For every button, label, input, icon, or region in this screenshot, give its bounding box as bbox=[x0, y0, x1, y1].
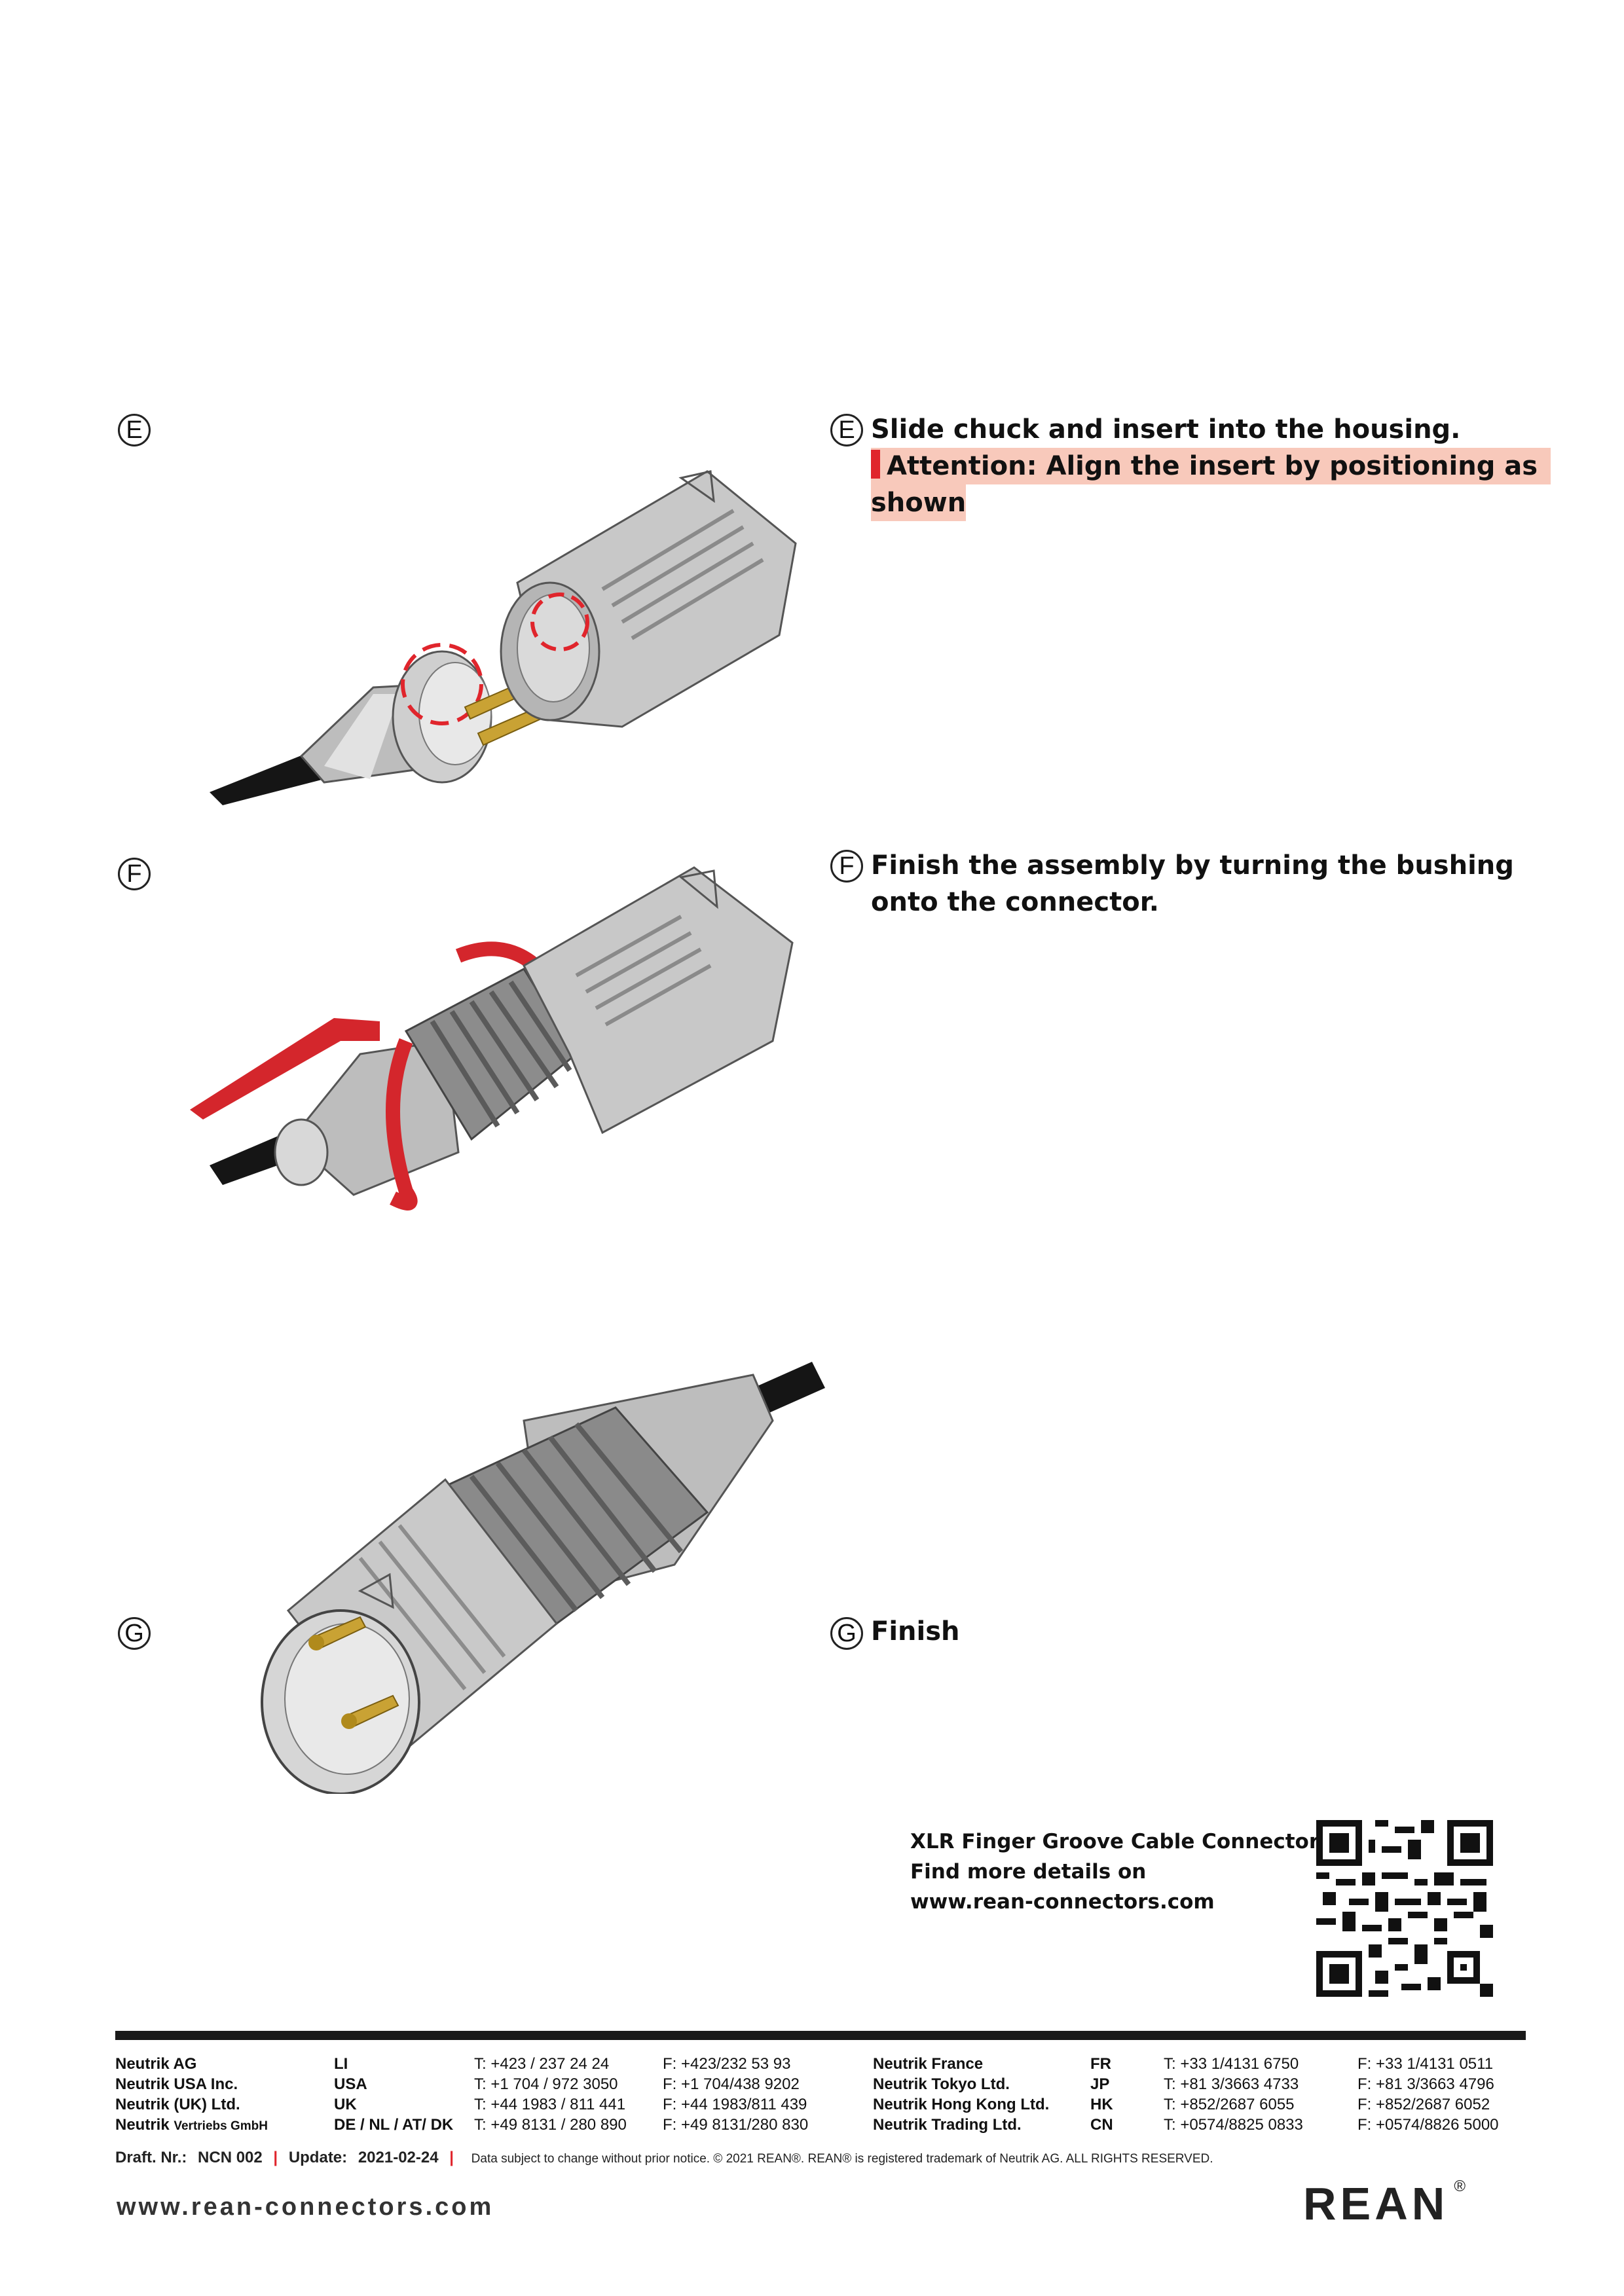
draft-label: Draft. Nr.: bbox=[115, 2149, 187, 2166]
step-f-line1: Finish the assembly by turning the bushi… bbox=[871, 850, 1514, 881]
step-f-line2: onto the connector. bbox=[871, 887, 1159, 917]
separator: | bbox=[449, 2149, 454, 2166]
separator: | bbox=[273, 2149, 278, 2166]
update-label: Update: bbox=[288, 2149, 348, 2166]
address-row-neutrik-ag: Neutrik AG LI T: +423 / 237 24 24 F: +42… bbox=[115, 2054, 836, 2074]
phone: T: +1 704 / 972 3050 bbox=[474, 2075, 618, 2093]
fax: F: +0574/8826 5000 bbox=[1357, 2116, 1499, 2134]
promo-line3[interactable]: www.rean-connectors.com bbox=[910, 1890, 1215, 1914]
footer-rule bbox=[115, 2031, 1526, 2040]
address-row-neutrik-usa: Neutrik USA Inc. USA T: +1 704 / 972 305… bbox=[115, 2074, 836, 2094]
step-g-badge: G bbox=[830, 1617, 863, 1650]
promo-block: XLR Finger Groove Cable Connectors: Find… bbox=[910, 1827, 1339, 1917]
company-name-sub: Trading Ltd. bbox=[931, 2116, 1022, 2134]
step-g-title: Finish bbox=[871, 1616, 960, 1647]
address-row-neutrik-uk: Neutrik (UK) Ltd. UK T: +44 1983 / 811 4… bbox=[115, 2094, 836, 2115]
address-row-neutrik-france: Neutrik France FR T: +33 1/4131 6750 F: … bbox=[873, 2054, 1528, 2074]
step-e-attention-text: Attention: Align the insert by positioni… bbox=[887, 451, 1538, 481]
country-code: JP bbox=[1090, 2075, 1110, 2093]
step-e-badge-left: E bbox=[118, 414, 151, 446]
logo-registered-mark: ® bbox=[1454, 2178, 1466, 2195]
country-code: USA bbox=[334, 2075, 367, 2093]
company-name: Neutrik Hong Kong Ltd. bbox=[873, 2096, 1050, 2113]
address-row-neutrik-hongkong: Neutrik Hong Kong Ltd. HK T: +852/2687 6… bbox=[873, 2094, 1528, 2115]
step-e-attention-cont: shown bbox=[871, 484, 1551, 521]
figure-finished-connector bbox=[261, 1362, 825, 1794]
company-name: Neutrik Trading Ltd. bbox=[873, 2115, 1022, 2135]
figure-turn-bushing bbox=[190, 866, 794, 1211]
company-name-main: Neutrik bbox=[873, 2116, 927, 2134]
company-name-main: Neutrik bbox=[115, 2116, 170, 2134]
phone: T: +852/2687 6055 bbox=[1164, 2096, 1295, 2113]
figure-chuck-insert-housing bbox=[210, 470, 797, 805]
document-info-line: Draft. Nr.: NCN 002 | Update: 2021-02-24… bbox=[115, 2149, 1213, 2167]
update-date: 2021-02-24 bbox=[358, 2149, 439, 2166]
attention-marker bbox=[871, 450, 880, 479]
company-name: Neutrik AG bbox=[115, 2055, 197, 2073]
address-row-neutrik-tokyo: Neutrik Tokyo Ltd. JP T: +81 3/3663 4733… bbox=[873, 2074, 1528, 2094]
step-f-badge: F bbox=[830, 850, 863, 883]
website-link[interactable]: www.rean-connectors.com bbox=[117, 2193, 494, 2221]
fax: F: +49 8131/280 830 bbox=[663, 2116, 809, 2134]
country-code: FR bbox=[1090, 2055, 1111, 2073]
country-code: HK bbox=[1090, 2096, 1113, 2113]
rean-logo: REAN ® bbox=[1303, 2178, 1466, 2230]
logo-text: REAN bbox=[1303, 2178, 1449, 2229]
address-block-right: Neutrik France FR T: +33 1/4131 6750 F: … bbox=[873, 2054, 1528, 2135]
fax: F: +423/232 53 93 bbox=[663, 2055, 791, 2073]
company-name: Neutrik USA Inc. bbox=[115, 2075, 238, 2093]
fax: F: +33 1/4131 0511 bbox=[1357, 2055, 1494, 2073]
step-f-instructions: Finish the assembly by turning the bushi… bbox=[871, 847, 1514, 920]
country-code: LI bbox=[334, 2055, 348, 2073]
country-code: CN bbox=[1090, 2116, 1113, 2134]
fax: F: +44 1983/811 439 bbox=[663, 2096, 807, 2113]
step-e-badge: E bbox=[830, 414, 863, 446]
company-name: Neutrik (UK) Ltd. bbox=[115, 2096, 240, 2113]
phone: T: +44 1983 / 811 441 bbox=[474, 2096, 626, 2113]
phone: T: +0574/8825 0833 bbox=[1164, 2116, 1303, 2134]
country-code: UK bbox=[334, 2096, 357, 2113]
fax: F: +1 704/438 9202 bbox=[663, 2075, 800, 2093]
company-name: Neutrik Tokyo Ltd. bbox=[873, 2075, 1010, 2093]
phone: T: +33 1/4131 6750 bbox=[1164, 2055, 1299, 2073]
promo-line2: Find more details on bbox=[910, 1860, 1147, 1884]
step-f-badge-left: F bbox=[118, 858, 151, 890]
company-name: Neutrik Vertriebs GmbH bbox=[115, 2115, 268, 2136]
step-e-attention: Attention: Align the insert by positioni… bbox=[871, 448, 1551, 484]
step-g-badge-left: G bbox=[118, 1617, 151, 1650]
fax: F: +81 3/3663 4796 bbox=[1357, 2075, 1494, 2093]
country-code: DE / NL / AT/ DK bbox=[334, 2116, 454, 2134]
legal-notice: Data subject to change without prior not… bbox=[471, 2152, 1213, 2166]
qr-code-icon[interactable] bbox=[1316, 1820, 1493, 1997]
step-e-instructions: Slide chuck and insert into the housing.… bbox=[871, 411, 1551, 521]
step-e-attention-cont-text: shown bbox=[871, 484, 967, 521]
fax: F: +852/2687 6052 bbox=[1357, 2096, 1490, 2113]
step-e-title: Slide chuck and insert into the housing. bbox=[871, 414, 1461, 445]
phone: T: +49 8131 / 280 890 bbox=[474, 2116, 627, 2134]
address-row-neutrik-de: Neutrik Vertriebs GmbH DE / NL / AT/ DK … bbox=[115, 2115, 836, 2135]
draft-number: NCN 002 bbox=[198, 2149, 263, 2166]
address-block-left: Neutrik AG LI T: +423 / 237 24 24 F: +42… bbox=[115, 2054, 836, 2135]
company-name: Neutrik France bbox=[873, 2055, 984, 2073]
promo-line1: XLR Finger Groove Cable Connectors: bbox=[910, 1830, 1339, 1853]
phone: T: +423 / 237 24 24 bbox=[474, 2055, 610, 2073]
address-row-neutrik-trading: Neutrik Trading Ltd. CN T: +0574/8825 08… bbox=[873, 2115, 1528, 2135]
phone: T: +81 3/3663 4733 bbox=[1164, 2075, 1299, 2093]
company-name-sub: Vertriebs GmbH bbox=[174, 2119, 268, 2133]
